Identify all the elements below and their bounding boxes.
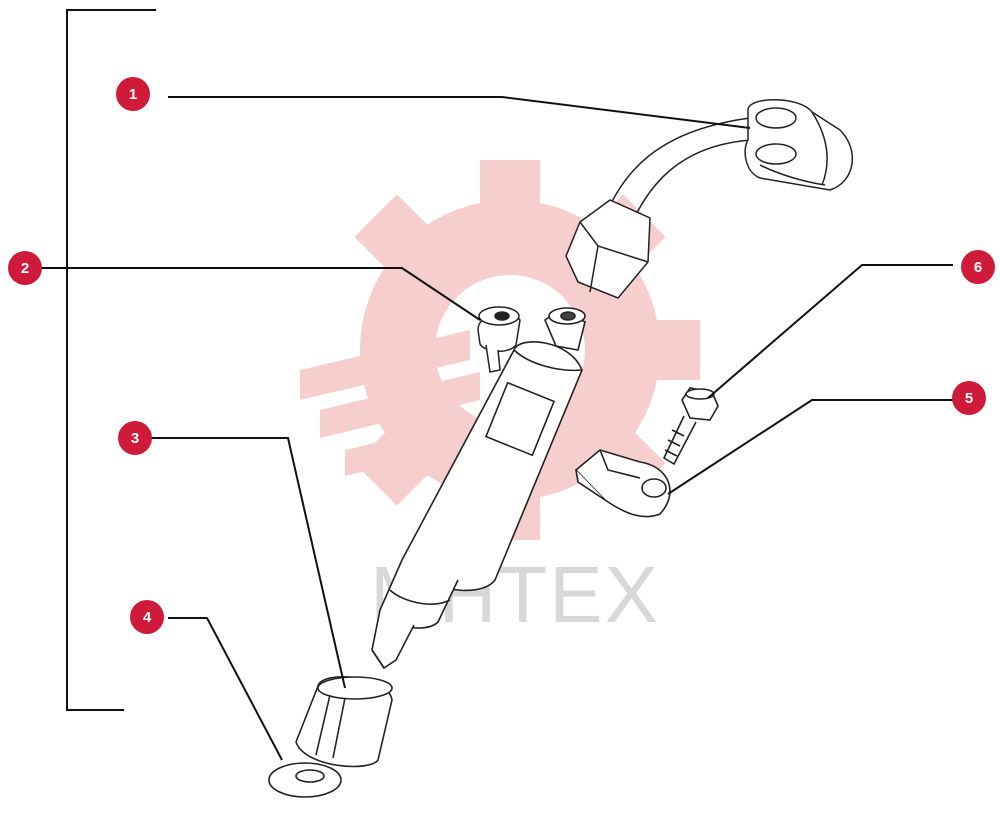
callout-3: 3 [118,421,152,455]
bolt [662,387,719,466]
sleeve [295,676,393,768]
callout-label: 5 [965,390,973,407]
leak-off-connector [477,306,521,373]
leader-line-3 [150,437,346,689]
callout-5: 5 [952,381,986,415]
leader-line-6 [707,264,953,399]
pipe-union-nut [565,199,651,299]
callout-label: 3 [131,430,139,447]
leader-line-4 [168,617,283,761]
callout-label: 1 [129,86,137,103]
callout-label: 6 [974,259,982,276]
leader-line-5 [667,399,953,495]
callout-2: 2 [8,251,42,285]
leader-line-2 [40,267,481,321]
sealing-washer [268,762,342,798]
callout-6: 6 [961,250,995,284]
injector-body [371,307,586,670]
callout-label: 4 [143,609,152,626]
callout-label: 2 [21,260,29,277]
callout-4: 4 [130,600,164,634]
clamp-bracket [574,449,671,518]
assembly-bracket [66,9,156,711]
leader-line-1 [168,96,751,129]
callout-1: 1 [116,77,150,111]
leader-lines [40,96,953,761]
